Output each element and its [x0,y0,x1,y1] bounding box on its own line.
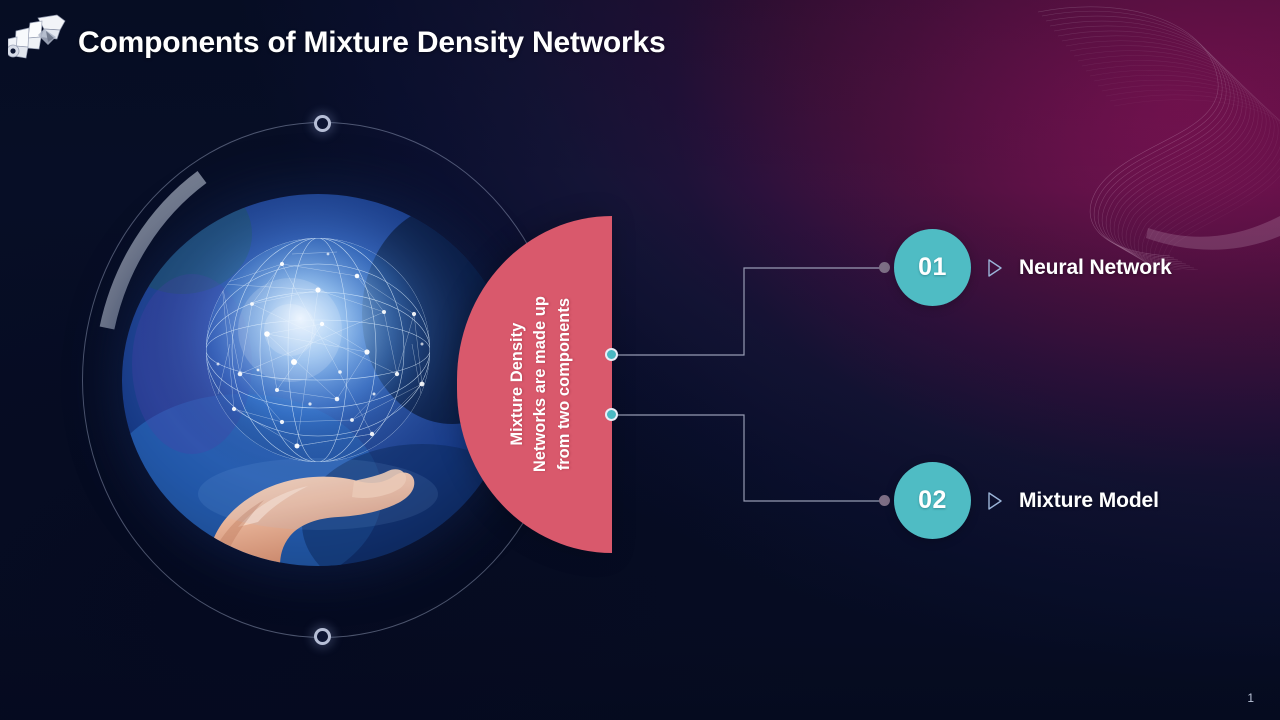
center-callout-text: Mixture Density Networks are made up fro… [506,296,576,472]
center-callout-shape: Mixture Density Networks are made up fro… [457,216,612,553]
component-number-circle-2: 02 [894,462,971,539]
callout-line-2: Networks are made up [531,296,550,473]
component-item-2[interactable]: 02 Mixture Model [894,462,1159,539]
network-sphere-photo [122,194,514,566]
page-title: Components of Mixture Density Networks [78,26,666,59]
connector-end-dot-2 [879,495,890,506]
ring-marker-top [314,115,331,132]
callout-line-1: Mixture Density [508,323,527,446]
title-bar: Components of Mixture Density Networks [0,0,1280,86]
triangle-right-icon [988,491,1002,510]
center-callout-text-wrap: Mixture Density Networks are made up fro… [457,216,612,553]
node-dot-2 [605,408,618,421]
component-item-1[interactable]: 01 Neural Network [894,229,1172,306]
page-number: 1 [1247,691,1254,705]
node-dot-1 [605,348,618,361]
visual-group [82,115,564,645]
component-number-2: 02 [918,486,947,514]
callout-line-3: from two components [555,298,574,471]
triangle-right-icon [988,258,1002,277]
robotic-hand-logo-icon [8,14,66,59]
ring-marker-bottom [314,628,331,645]
connector-path-2 [612,414,884,502]
component-number-circle-1: 01 [894,229,971,306]
connector-path-1 [612,267,884,356]
component-label-1: Neural Network [1019,255,1172,279]
component-label-2: Mixture Model [1019,488,1159,512]
component-number-1: 01 [918,253,947,281]
connector-end-dot-1 [879,262,890,273]
